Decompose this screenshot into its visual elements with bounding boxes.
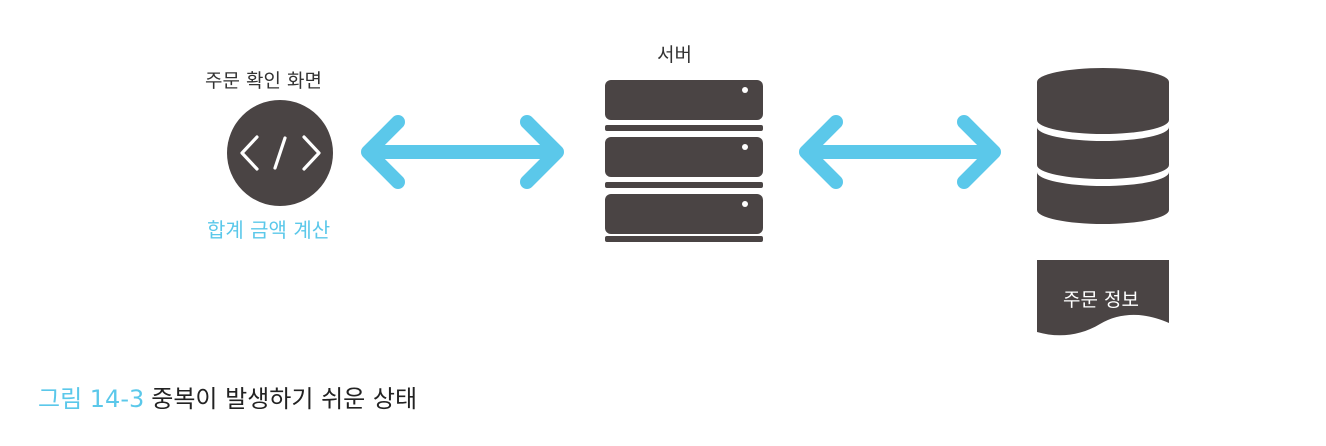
server-stack-icon [605,80,763,242]
database-icon [1037,68,1169,224]
client-title: 주문 확인 화면 [205,70,322,92]
figure-caption-number: 그림 14-3 [38,385,145,413]
order-info-document-icon [1037,260,1169,336]
figure-caption-text: 중복이 발생하기 쉬운 상태 [151,385,418,413]
order-info-label: 주문 정보 [1063,289,1139,311]
server-title: 서버 [657,44,692,66]
server-database-double-arrow [799,115,1001,189]
client-server-double-arrow [361,115,564,189]
client-code-icon [227,100,333,206]
client-subtitle: 합계 금액 계산 [207,218,331,242]
